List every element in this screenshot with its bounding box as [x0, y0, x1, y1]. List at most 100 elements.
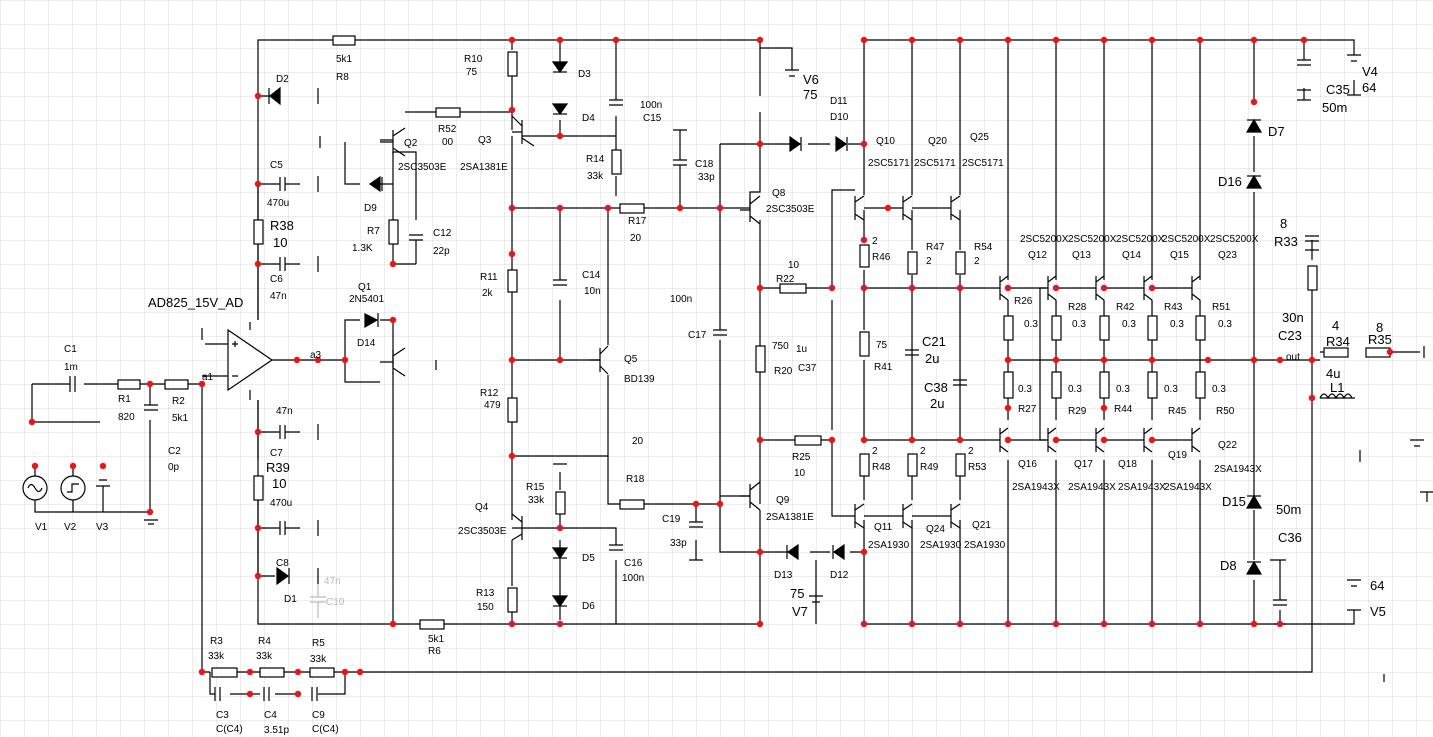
q4-name: Q4 — [475, 502, 489, 513]
r26-name: R26 — [1014, 296, 1033, 307]
d6-name: D6 — [582, 601, 595, 612]
junction-dots — [28, 36, 1394, 698]
r29-name: R29 — [1068, 406, 1087, 417]
q3-type: 2SA1381E — [460, 162, 508, 173]
r38-name: R38 — [270, 218, 294, 233]
inductor — [1319, 393, 1353, 400]
r11-value: 2k — [482, 288, 494, 299]
c35-name: C35 — [1326, 82, 1350, 97]
r25-value: 10 — [794, 468, 806, 479]
c15-value: 100n — [640, 100, 662, 111]
r18-name: R18 — [626, 474, 645, 485]
r48-value: 2 — [872, 446, 878, 457]
r14-name: R14 — [586, 154, 605, 165]
c37-value: 1u — [796, 344, 807, 355]
c17-value: 100n — [670, 294, 692, 305]
q20-type: 2SC5171 — [914, 158, 956, 169]
c16-value: 100n — [622, 573, 644, 584]
c1-name: C1 — [64, 344, 77, 355]
r28-value: 0.3 — [1072, 319, 1086, 330]
r51-value: 0.3 — [1218, 319, 1232, 330]
r38-value: 10 — [273, 235, 287, 250]
r15-value: 33k — [528, 495, 545, 506]
r51-name: R51 — [1212, 302, 1231, 313]
q19-name: Q19 — [1168, 450, 1187, 461]
v1-name: V1 — [35, 522, 48, 533]
r49-name: R49 — [920, 462, 939, 473]
c19-name: C19 — [662, 514, 681, 525]
v6-name: V6 — [803, 72, 819, 87]
r5-name: R5 — [312, 638, 325, 649]
r48-name: R48 — [872, 462, 891, 473]
q25-name: Q25 — [970, 132, 989, 143]
q23-type: 2SC5200X — [1210, 234, 1259, 245]
r7-name: R7 — [367, 226, 380, 237]
d11-name: D11 — [830, 96, 848, 107]
c14-name: C14 — [582, 270, 601, 281]
q11-type: 2SA1930 — [868, 540, 910, 551]
r13-value: 150 — [477, 602, 494, 613]
d15-name: D15 — [1222, 494, 1246, 509]
q21-type: 2SA1930 — [964, 540, 1006, 551]
c16-name: C16 — [624, 558, 643, 569]
r53-name: R53 — [968, 462, 987, 473]
r33-name: R33 — [1274, 234, 1298, 249]
r41-value: 75 — [876, 340, 888, 351]
c21-name: C21 — [922, 334, 946, 349]
r42-value: 0.3 — [1122, 319, 1136, 330]
r4-name: R4 — [258, 636, 271, 647]
c1-value: 1m — [64, 362, 78, 373]
q3-name: Q3 — [478, 135, 492, 146]
c3-name: C3 — [216, 710, 229, 721]
c36-value: 50m — [1276, 502, 1301, 517]
node-a1: a1 — [202, 372, 214, 383]
q15-name: Q15 — [1170, 250, 1189, 261]
q18-name: Q18 — [1118, 459, 1137, 470]
v4-value: 64 — [1362, 80, 1376, 95]
q20-name: Q20 — [928, 136, 947, 147]
q10-type: 2SC5171 — [868, 158, 910, 169]
q16-name: Q16 — [1018, 459, 1037, 470]
q14-type: 2SC5200X — [1116, 234, 1165, 245]
c8-name: C8 — [276, 558, 289, 569]
r52-name: R52 — [438, 124, 457, 135]
r15-name: R15 — [526, 482, 545, 493]
r44-name: R44 — [1114, 404, 1133, 415]
r22-name: R22 — [776, 274, 795, 285]
r43-value: 0.3 — [1170, 319, 1184, 330]
c23-name: C23 — [1278, 328, 1302, 343]
r20-name: R20 — [774, 366, 793, 377]
r47-value: 2 — [926, 256, 932, 267]
d9-name: D9 — [364, 203, 377, 214]
c21-value: 2u — [925, 351, 939, 366]
q17-name: Q17 — [1074, 459, 1093, 470]
resistors — [117, 35, 1391, 678]
q5-name: Q5 — [624, 354, 638, 365]
d2-name: D2 — [276, 74, 289, 85]
opamp-label: AD825_15V_AD — [148, 295, 243, 310]
q12-type: 2SC5200X — [1020, 234, 1069, 245]
q1-name: Q1 — [358, 282, 372, 293]
c14-value: 10n — [584, 286, 601, 297]
r45-name: R45 — [1168, 406, 1187, 417]
c2-value: 0p — [168, 462, 180, 473]
r35-name: R35 — [1368, 332, 1392, 347]
r17-name: R17 — [628, 216, 647, 227]
q13-name: Q13 — [1072, 250, 1091, 261]
ghost-cap — [310, 580, 326, 618]
q9-type: 2SA1381E — [766, 512, 814, 523]
r6-name: R6 — [428, 646, 441, 657]
c18-value: 33p — [698, 172, 715, 183]
q13-type: 2SC5200X — [1068, 234, 1117, 245]
r8-name: R8 — [336, 72, 349, 83]
c19-value: 33p — [670, 538, 687, 549]
diodes — [268, 61, 1263, 608]
r41-name: R41 — [874, 362, 893, 373]
r2-value: 5k1 — [172, 413, 189, 424]
r10-name: R10 — [464, 54, 483, 65]
c4-name: C4 — [264, 710, 277, 721]
c5-value: 470u — [267, 198, 289, 209]
c6-value: 47n — [270, 291, 287, 302]
